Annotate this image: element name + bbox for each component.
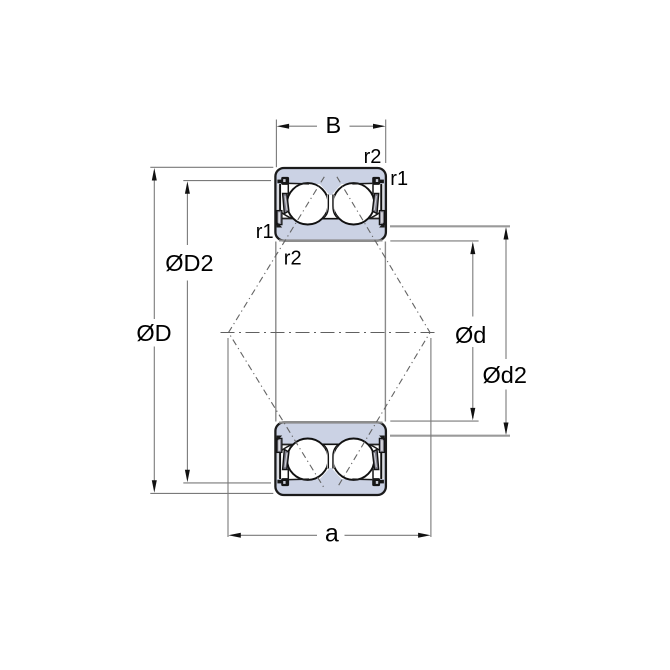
svg-text:r2: r2 (284, 248, 302, 270)
svg-text:r1: r1 (256, 221, 274, 243)
svg-text:r2: r2 (364, 146, 382, 168)
svg-text:Ød2: Ød2 (483, 362, 527, 388)
svg-text:Ød: Ød (455, 322, 486, 348)
svg-text:r1: r1 (390, 168, 408, 190)
svg-text:ØD2: ØD2 (165, 250, 213, 276)
svg-text:a: a (325, 520, 339, 548)
svg-text:ØD: ØD (136, 320, 171, 346)
svg-text:B: B (326, 112, 342, 138)
